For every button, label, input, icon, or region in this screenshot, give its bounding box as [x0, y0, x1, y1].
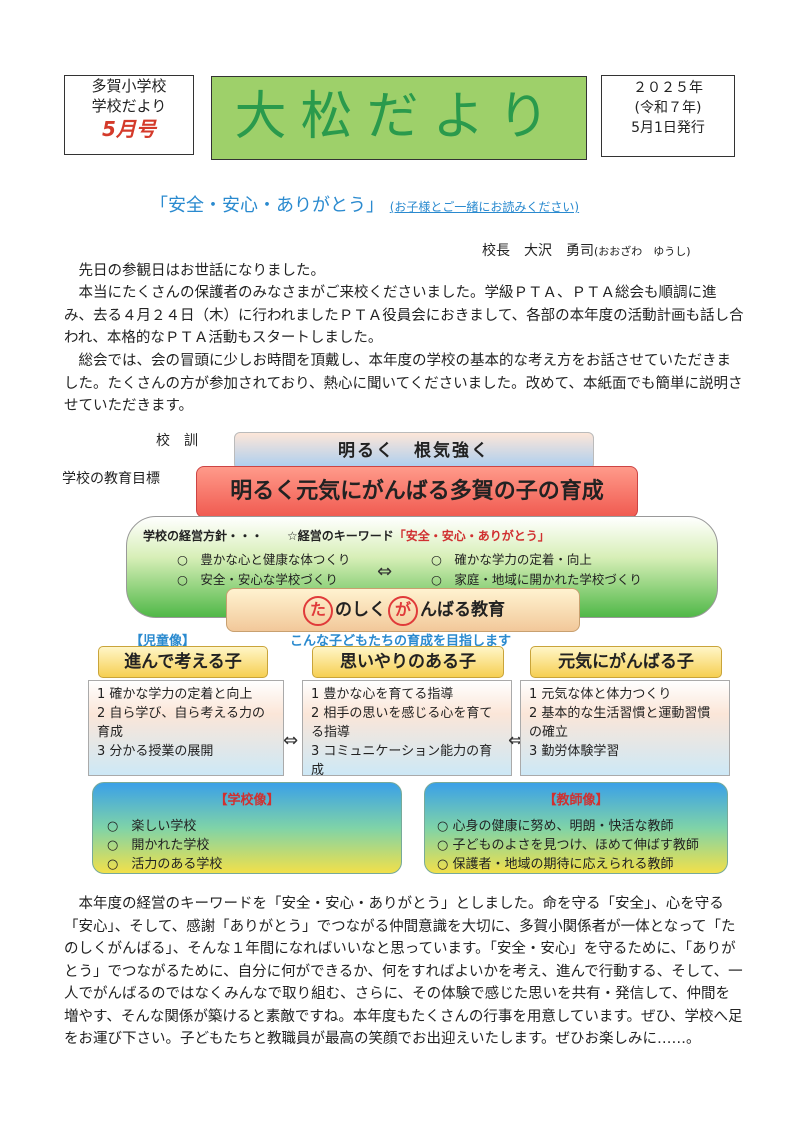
- fun-text: のしく: [335, 600, 386, 620]
- closing-paragraph: 本年度の経営のキーワードを「安全・安心・ありがとう」としました。命を守る「安全」…: [64, 896, 743, 1047]
- principal-byline: 校長 大沢 勇司(おおざわ ゆうし): [482, 240, 691, 260]
- child-aim: こんな子どもたちの育成を目指します: [290, 634, 512, 649]
- school-image-title: 【学校像】: [214, 793, 280, 808]
- principal-reading: (おおざわ ゆうし): [594, 245, 691, 258]
- policy-item: ○ 確かな学力の定着・向上: [431, 552, 592, 567]
- intro-paragraph-2: 本当にたくさんの保護者のみなさまがご来校くださいました。学級ＰＴＡ、ＰＴＡ総会も…: [64, 285, 744, 346]
- management-policy: 学校の経営方針・・・ ☆経営のキーワード「安全・安心・ありがとう」 ○ 豊かな心…: [126, 516, 718, 618]
- fun-education-banner: たのしくがんばる教育: [226, 588, 580, 632]
- child-image-tag: 【児童像】: [130, 634, 196, 649]
- motto-label: 校 訓: [156, 433, 198, 449]
- headline-sub: (お子様とご一緒にお読みください): [389, 200, 580, 214]
- issue-number: 5月号: [102, 117, 156, 141]
- policy-item: ○ 安全・安心な学校づくり: [177, 572, 338, 587]
- article-headline: 「安全・安心・ありがとう」 (お子様とご一緒にお読みください): [150, 191, 710, 217]
- child-item: 1 確かな学力の定着と向上: [97, 687, 253, 702]
- child-item: 3 勤労体験学習: [529, 744, 620, 759]
- double-arrow-icon: ⇔: [377, 561, 393, 582]
- double-arrow-icon: ⇔: [508, 730, 524, 751]
- child-title-2: 思いやりのある子: [312, 646, 504, 678]
- fun-text: んばる教育: [420, 600, 505, 620]
- child-item: 2 相手の思いを感じる心を育てる指導: [311, 706, 493, 740]
- newsletter-label: 学校だより: [91, 97, 167, 115]
- child-title-1: 進んで考える子: [98, 646, 268, 678]
- school-name: 多賀小学校: [91, 77, 167, 95]
- child-box-2: 1 豊かな心を育てる指導 2 相手の思いを感じる心を育てる指導 3 コミュニケー…: [302, 680, 512, 778]
- circled-char: が: [388, 596, 418, 626]
- policy-heading: 学校の経営方針・・・ ☆経営のキーワード「安全・安心・ありがとう」: [143, 527, 550, 544]
- circled-char: た: [303, 596, 333, 626]
- double-arrow-icon: ⇔: [283, 730, 299, 751]
- child-item: 2 自ら学び、自ら考える力の育成: [97, 706, 266, 740]
- goal-label: 学校の教育目標: [62, 471, 160, 487]
- policy-item: ○ 豊かな心と健康な体つくり: [177, 552, 351, 567]
- school-motto: 明るく 根気強く: [234, 432, 594, 470]
- policy-keyword: 「安全・安心・ありがとう」: [393, 529, 550, 543]
- school-info-box: 多賀小学校 学校だより 5月号: [64, 75, 194, 155]
- teacher-image-item: ○ 子どものよさを見つけ、ほめて伸ばす教師: [437, 838, 699, 853]
- child-item: 1 元気な体と体力つくり: [529, 687, 672, 702]
- intro-paragraph-3: 総会では、会の冒頭に少しお時間を頂戴し、本年度の学校の基本的な考え方をお話させて…: [64, 353, 743, 414]
- principal-name: 校長 大沢 勇司: [482, 243, 594, 259]
- issue-date-box: ２０２５年 (令和７年) 5月1日発行: [601, 75, 735, 157]
- child-box-3: 1 元気な体と体力つくり 2 基本的な生活習慣と運動習慣の確立 3 勤労体験学習: [520, 680, 730, 776]
- child-item: 1 豊かな心を育てる指導: [311, 687, 454, 702]
- teacher-image-item: ○ 心身の健康に努め、明朗・快活な教師: [437, 819, 674, 834]
- issue-era: (令和７年): [634, 100, 702, 116]
- intro-paragraph-1: 先日の参観日はお世話になりました。: [78, 263, 326, 279]
- school-image-item: ○ 活力のある学校: [107, 857, 223, 872]
- child-item: 3 分かる授業の展開: [97, 744, 214, 759]
- child-box-1: 1 確かな学力の定着と向上 2 自ら学び、自ら考える力の育成 3 分かる授業の展…: [88, 680, 284, 776]
- teacher-image-box: 【教師像】 ○ 心身の健康に努め、明朗・快活な教師 ○ 子どものよさを見つけ、ほ…: [424, 782, 728, 874]
- policy-label: 学校の経営方針・・・ ☆経営のキーワード: [143, 529, 394, 543]
- newsletter-title: 大松だより: [211, 76, 587, 160]
- teacher-image-item: ○ 保護者・地域の期待に応えられる教師: [437, 857, 674, 872]
- school-image-item: ○ 開かれた学校: [107, 838, 210, 853]
- education-goal: 明るく元気にがんばる多賀の子の育成: [196, 466, 638, 518]
- child-title-3: 元気にがんばる子: [530, 646, 722, 678]
- school-image-item: ○ 楽しい学校: [107, 819, 197, 834]
- policy-item: ○ 家庭・地域に開かれた学校づくり: [431, 572, 642, 587]
- teacher-image-title: 【教師像】: [543, 793, 609, 808]
- headline-main: 「安全・安心・ありがとう」: [150, 195, 384, 216]
- school-image-box: 【学校像】 ○ 楽しい学校 ○ 開かれた学校 ○ 活力のある学校: [92, 782, 402, 874]
- child-item: 2 基本的な生活習慣と運動習慣の確立: [529, 706, 711, 740]
- child-item: 3 コミュニケーション能力の育成: [311, 744, 493, 778]
- issue-year: ２０２５年: [633, 80, 703, 96]
- issue-date: 5月1日発行: [631, 120, 705, 136]
